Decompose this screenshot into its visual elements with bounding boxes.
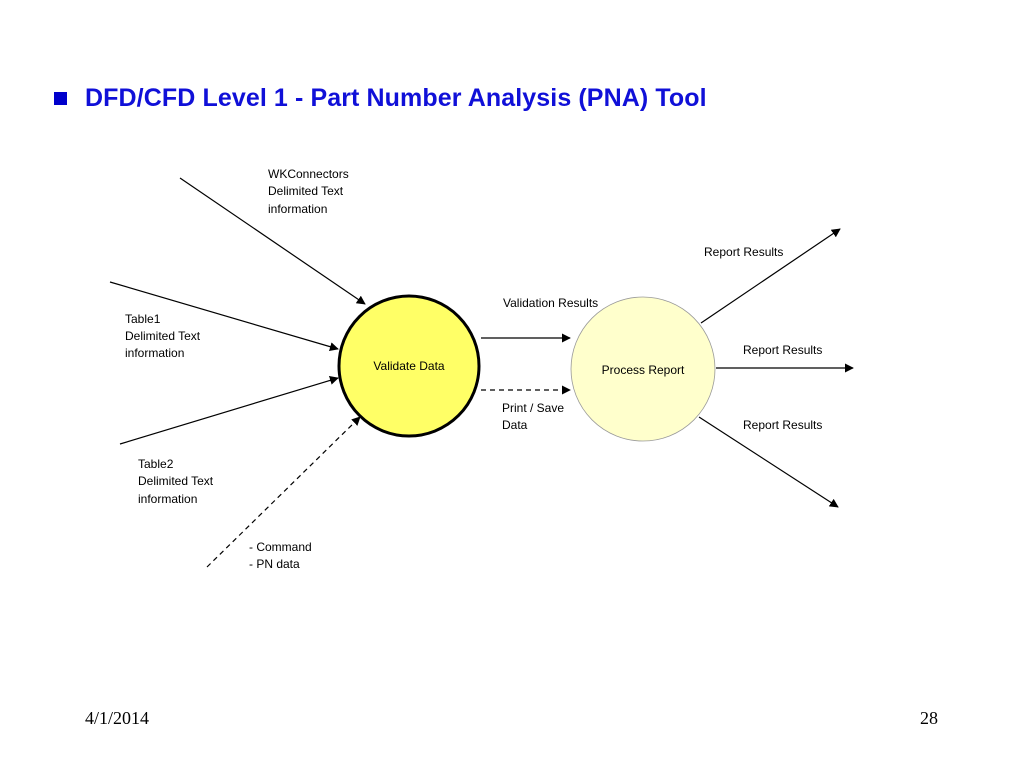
process-report-process: [570, 296, 716, 442]
validation-results-label: Validation Results: [503, 296, 598, 310]
wkconnectors-label-line2: Delimited Text: [268, 184, 344, 198]
table2-label-line1: Table2: [138, 457, 174, 471]
title-row: DFD/CFD Level 1 - Part Number Analysis (…: [54, 84, 707, 113]
report-results-top-label: Report Results: [704, 245, 783, 259]
process-report-label: Process Report: [602, 363, 685, 377]
slide-title: DFD/CFD Level 1 - Part Number Analysis (…: [85, 84, 707, 112]
table2-flow-arrow: [119, 376, 339, 445]
wkconnectors-flow-arrow: [179, 177, 366, 305]
footer-date: 4/1/2014: [85, 708, 150, 728]
print-save-label-line2: Data: [502, 418, 528, 432]
square-bullet-icon: [54, 92, 67, 105]
table1-flow-arrow: [109, 281, 339, 352]
table1-label-line3: information: [125, 346, 184, 360]
validate-data-process: [337, 294, 481, 438]
report-results-mid-label: Report Results: [743, 343, 822, 357]
print-save-label-line1: Print / Save: [502, 401, 564, 415]
table1-label-line2: Delimited Text: [125, 329, 201, 343]
report-results-bottom-flow-arrow: [698, 416, 839, 508]
footer-page-number: 28: [920, 708, 938, 728]
wkconnectors-label-line1: WKConnectors: [268, 167, 349, 181]
validate-data-label: Validate Data: [373, 359, 444, 373]
command-label-line1: - Command: [249, 540, 312, 554]
table1-label-line1: Table1: [125, 312, 161, 326]
table2-label-line3: information: [138, 492, 197, 506]
wkconnectors-label-line3: information: [268, 202, 327, 216]
table2-label-line2: Delimited Text: [138, 474, 214, 488]
report-results-top-flow-arrow: [700, 228, 841, 324]
report-results-bottom-label: Report Results: [743, 418, 822, 432]
command-label-line2: - PN data: [249, 557, 300, 571]
